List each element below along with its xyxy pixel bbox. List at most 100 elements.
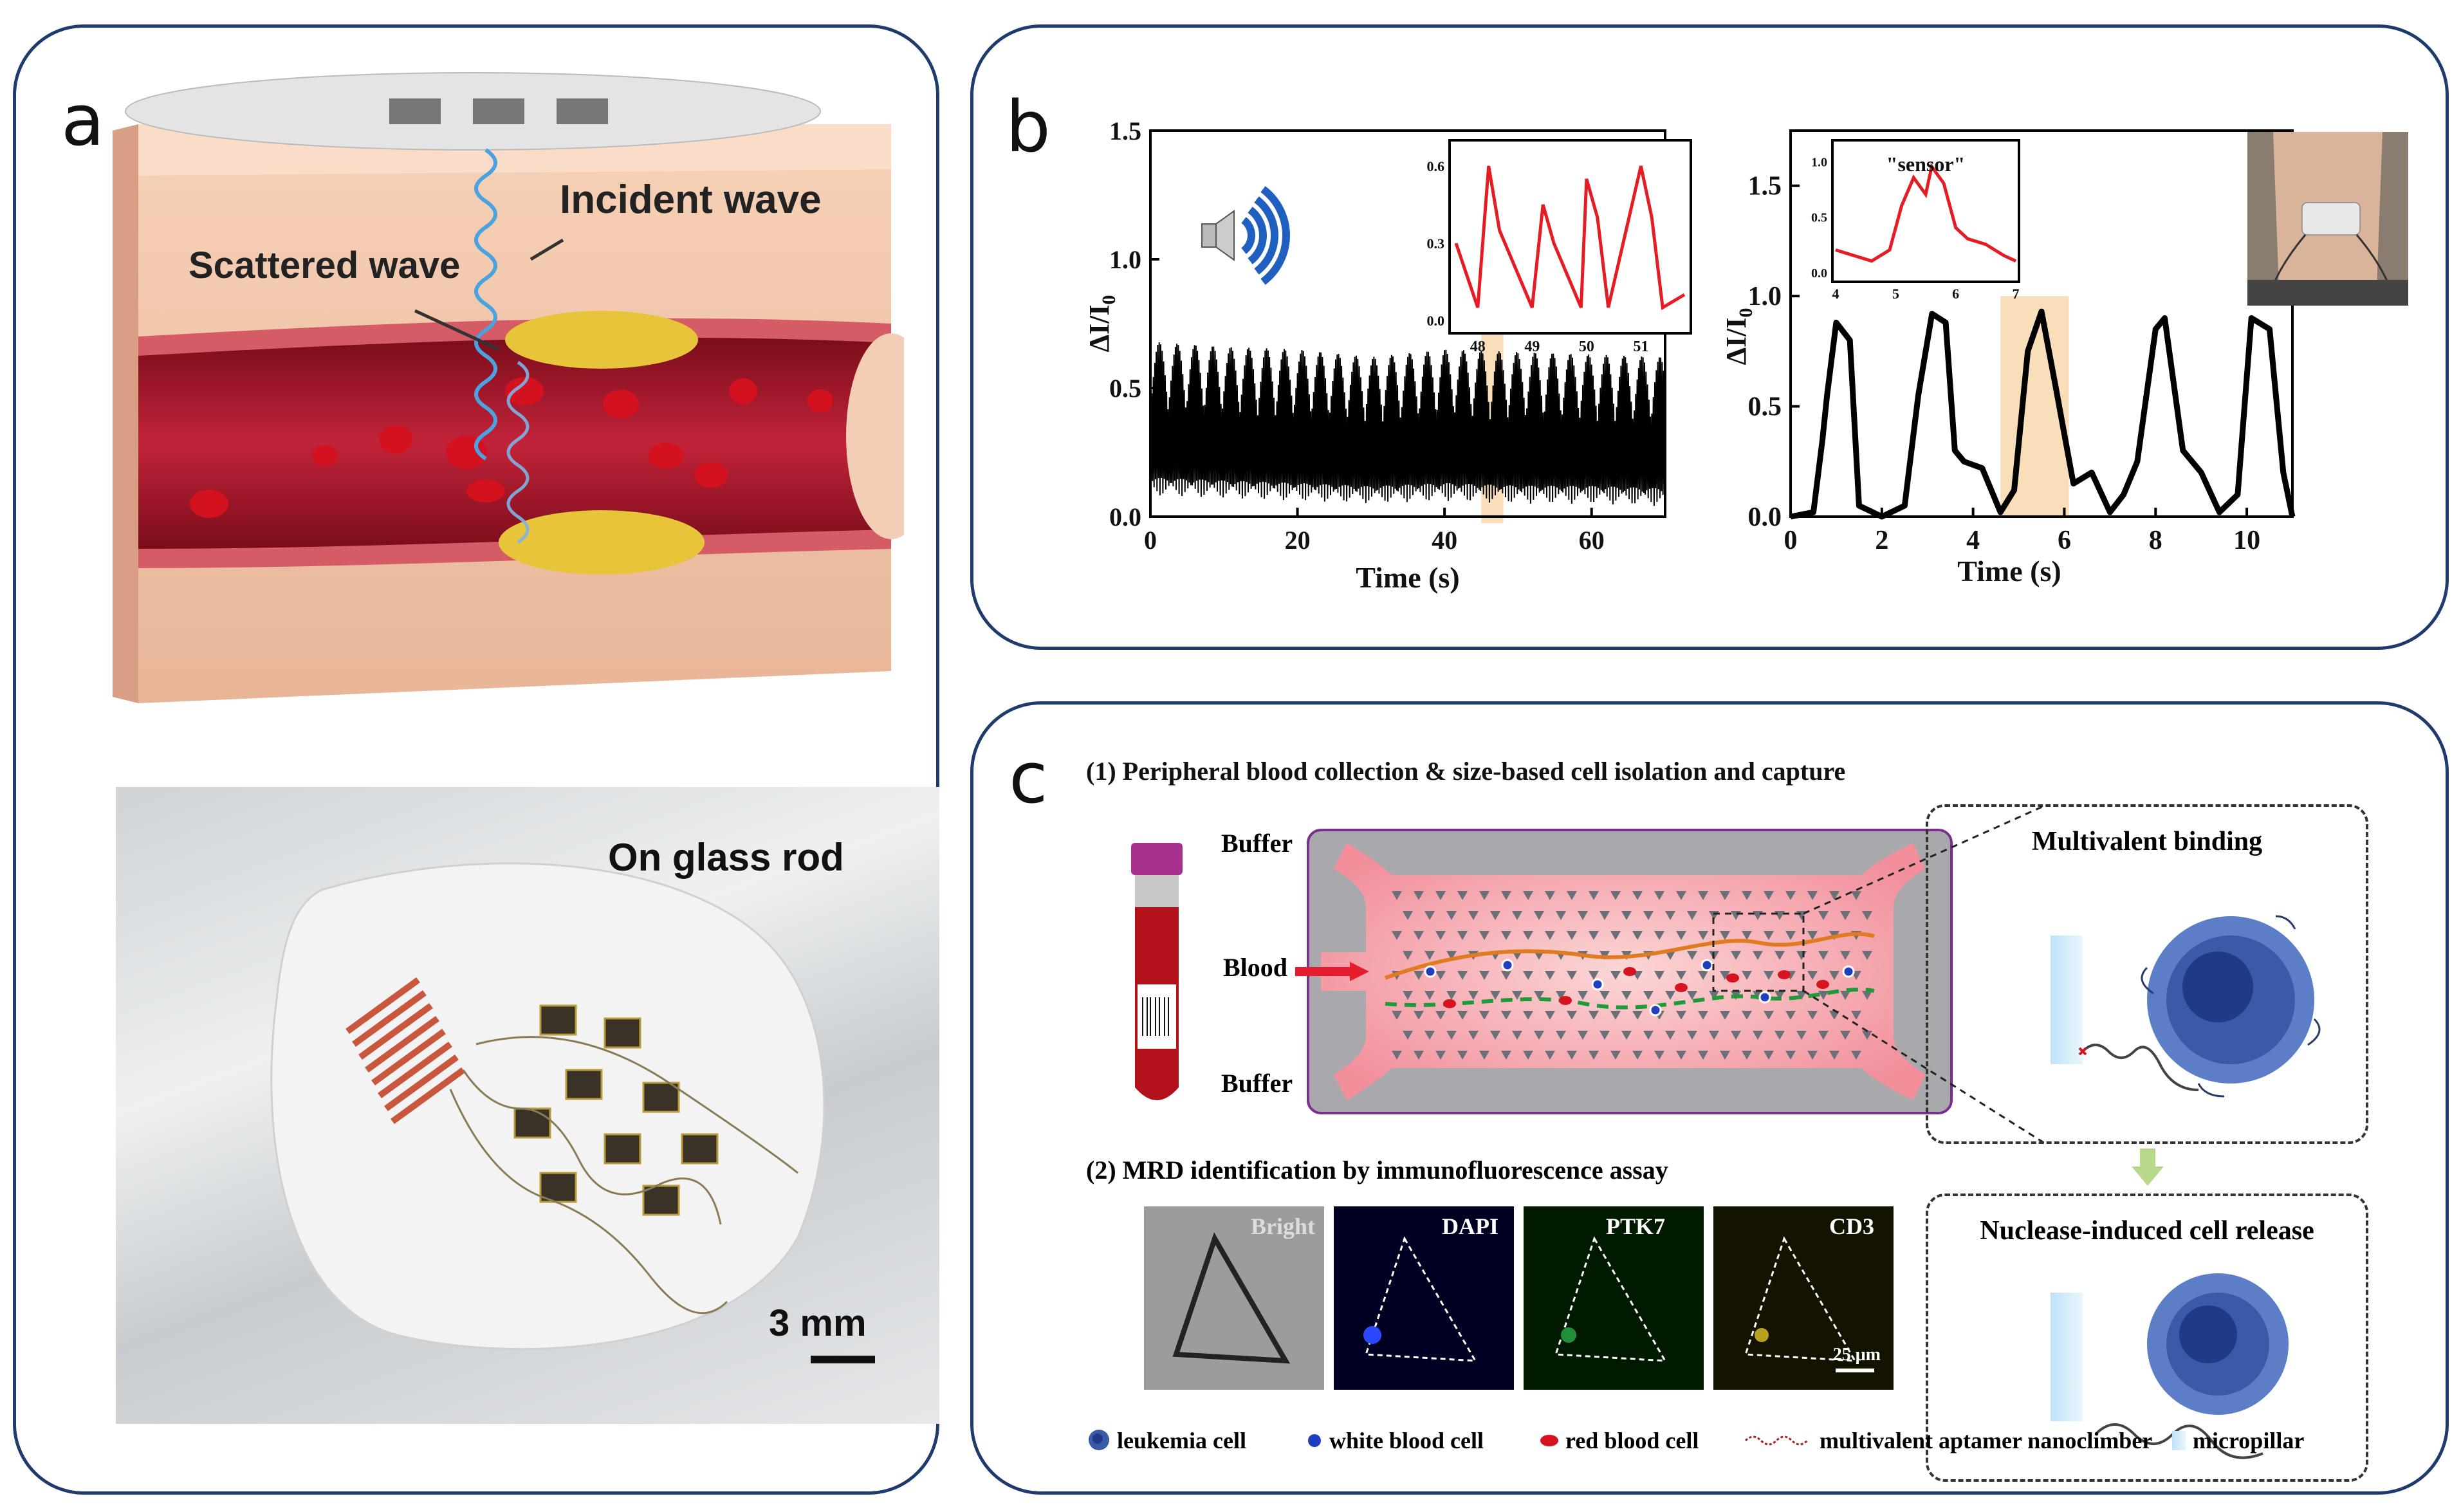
x-tick-label: 8	[2149, 526, 2162, 555]
micropillar	[1403, 911, 1413, 920]
micropillar	[1435, 891, 1446, 900]
legend-aptamer-icon	[1744, 1435, 1809, 1446]
micropillar	[1457, 1011, 1468, 1020]
micropillar	[1556, 911, 1566, 920]
legend-aptamer: multivalent aptamer nanoclimber	[1820, 1428, 2153, 1453]
micropillar	[1578, 991, 1588, 1000]
incident-wave-label: Incident wave	[560, 178, 822, 222]
micropillar	[1676, 1011, 1686, 1020]
micropillar	[1567, 931, 1577, 940]
micropillar	[1610, 891, 1621, 900]
micropillar	[1414, 1051, 1424, 1060]
leukemia-cell-icon	[2141, 915, 2321, 1098]
micropillar	[1851, 1051, 1861, 1060]
micropillar	[1698, 971, 1708, 980]
micropillar	[1414, 971, 1424, 980]
micropillar	[1785, 931, 1796, 940]
y-tick-label: 1.5	[1109, 116, 1141, 145]
inset-x-tick: 49	[1524, 338, 1540, 355]
panel-c-label: c	[1009, 737, 1048, 819]
image-dapi: DAPI	[1334, 1206, 1514, 1390]
micropillar	[1545, 1051, 1555, 1060]
y-tick-label: 0.5	[1748, 392, 1782, 422]
legend-leukemia-cell-icon	[1089, 1430, 1109, 1450]
micropillar-bar	[2051, 936, 2083, 1064]
y-tick-label: 0.0	[1748, 502, 1782, 532]
micropillar	[1764, 891, 1774, 900]
micropillar	[1665, 911, 1675, 920]
neck-photo	[2247, 132, 2408, 306]
micropillar	[1665, 951, 1675, 960]
micropillar	[1403, 991, 1413, 1000]
micropillar	[1687, 911, 1697, 920]
micropillar	[1479, 931, 1489, 940]
micropillar	[1567, 1051, 1577, 1060]
label-dapi: DAPI	[1442, 1213, 1498, 1239]
micropillar	[1435, 1011, 1446, 1020]
inset-title: "sensor"	[1886, 152, 1966, 176]
inset-x-tick: 6	[1952, 286, 1959, 302]
micropillar	[1589, 971, 1599, 980]
legend-micropillar: micropillar	[2193, 1428, 2305, 1453]
legend-red-blood-cell-icon	[1540, 1435, 1558, 1446]
micropillar	[1731, 1031, 1741, 1040]
micropillar	[1589, 1051, 1599, 1060]
micropillar	[1720, 971, 1730, 980]
step2-title: (2) MRD identification by immunofluoresc…	[1086, 1156, 1668, 1185]
image-ptk7: PTK7	[1524, 1206, 1704, 1390]
micropillar	[1392, 891, 1402, 900]
micropillar	[1392, 931, 1402, 940]
x-tick-label: 20	[1285, 526, 1311, 555]
micropillar	[1446, 911, 1457, 920]
micropillar	[1818, 991, 1829, 1000]
micropillar	[1840, 991, 1850, 1000]
micropillar	[1731, 951, 1741, 960]
micropillar	[1720, 1051, 1730, 1060]
legend-red-blood-cell: red blood cell	[1565, 1428, 1699, 1453]
x-tick-label: 4	[1966, 526, 1980, 555]
micropillar	[1621, 1031, 1632, 1040]
triangle-outline-dapi	[1363, 1236, 1477, 1362]
micropillar	[1764, 1051, 1774, 1060]
y-tick-label: 0.0	[1109, 502, 1141, 531]
micropillar	[1764, 971, 1774, 980]
micropillar	[1709, 1031, 1719, 1040]
micropillar	[1534, 911, 1544, 920]
micropillar	[1807, 891, 1818, 900]
nuclease-release-title: Nuclease-induced cell release	[1980, 1216, 2314, 1246]
triangle-outline-bright	[1172, 1232, 1291, 1364]
scattered-wave-label: Scattered wave	[189, 244, 461, 286]
glass-rod-photo: On glass rod 3 mm	[116, 787, 939, 1424]
step1-title: (1) Peripheral blood collection & size-b…	[1086, 757, 1846, 786]
micropillar	[1567, 971, 1577, 980]
micropillar	[1687, 951, 1697, 960]
micropillar	[1414, 1011, 1424, 1020]
micropillar	[1764, 931, 1774, 940]
inset-y-tick: 0.3	[1427, 235, 1445, 252]
y-tick-label: 1.0	[1748, 282, 1782, 311]
micropillar	[1403, 951, 1413, 960]
inset-x-tick: 4	[1832, 286, 1839, 302]
micropillar	[1578, 1031, 1588, 1040]
x-axis-label: Time (s)	[1356, 561, 1459, 594]
micropillar	[1632, 1051, 1643, 1060]
micropillar	[1446, 951, 1457, 960]
micropillar	[1490, 1031, 1500, 1040]
micropillar	[1742, 891, 1752, 900]
micropillar	[1424, 1031, 1435, 1040]
micropillar	[1654, 931, 1664, 940]
x-tick-label: 0	[1144, 526, 1157, 555]
micropillar	[1753, 1031, 1763, 1040]
artery-illustration	[113, 72, 904, 703]
micropillar	[1414, 931, 1424, 940]
micropillar	[1424, 911, 1435, 920]
micropillar	[1774, 1031, 1785, 1040]
micropillar	[1851, 1011, 1861, 1020]
micropillar	[1785, 1011, 1796, 1020]
micropillar	[1621, 911, 1632, 920]
micropillar	[1468, 911, 1479, 920]
micropillar	[1687, 1031, 1697, 1040]
